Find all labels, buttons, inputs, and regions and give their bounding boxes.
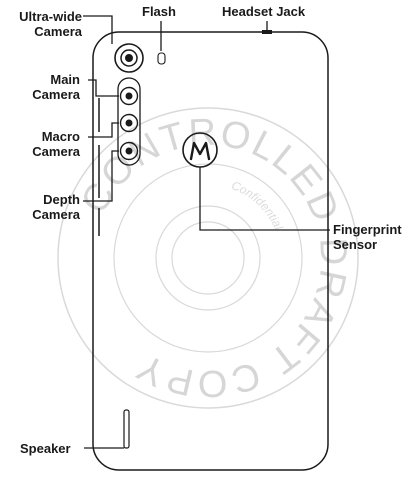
flash-icon: [157, 52, 166, 65]
flash-label: Flash: [142, 4, 176, 19]
headset-jack-label: Headset Jack: [222, 4, 306, 19]
depth-camera-label: Depth Camera: [32, 192, 80, 222]
speaker-label: Speaker: [20, 441, 71, 456]
ultra-wide-camera-label: Ultra-wide Camera: [19, 9, 82, 39]
ultra-wide-camera-lens-icon: [114, 43, 144, 73]
depth-camera-lens-icon: [119, 141, 139, 161]
leader-lines: [83, 15, 330, 449]
watermark-ring-text: CONTROLLED DRAFT COPY: [73, 112, 354, 405]
watermark: [57, 107, 359, 409]
watermark-inner-text: Confidential: [230, 178, 286, 232]
macro-camera-lens-icon: [119, 113, 139, 133]
macro-camera-label: Macro Camera: [32, 129, 80, 159]
main-camera-label: Main Camera: [32, 72, 80, 102]
phone-body: [92, 30, 329, 471]
fingerprint-sensor-label: Fingerprint Sensor: [333, 222, 402, 252]
camera-module: [117, 77, 141, 166]
main-camera-lens-icon: [119, 86, 139, 106]
